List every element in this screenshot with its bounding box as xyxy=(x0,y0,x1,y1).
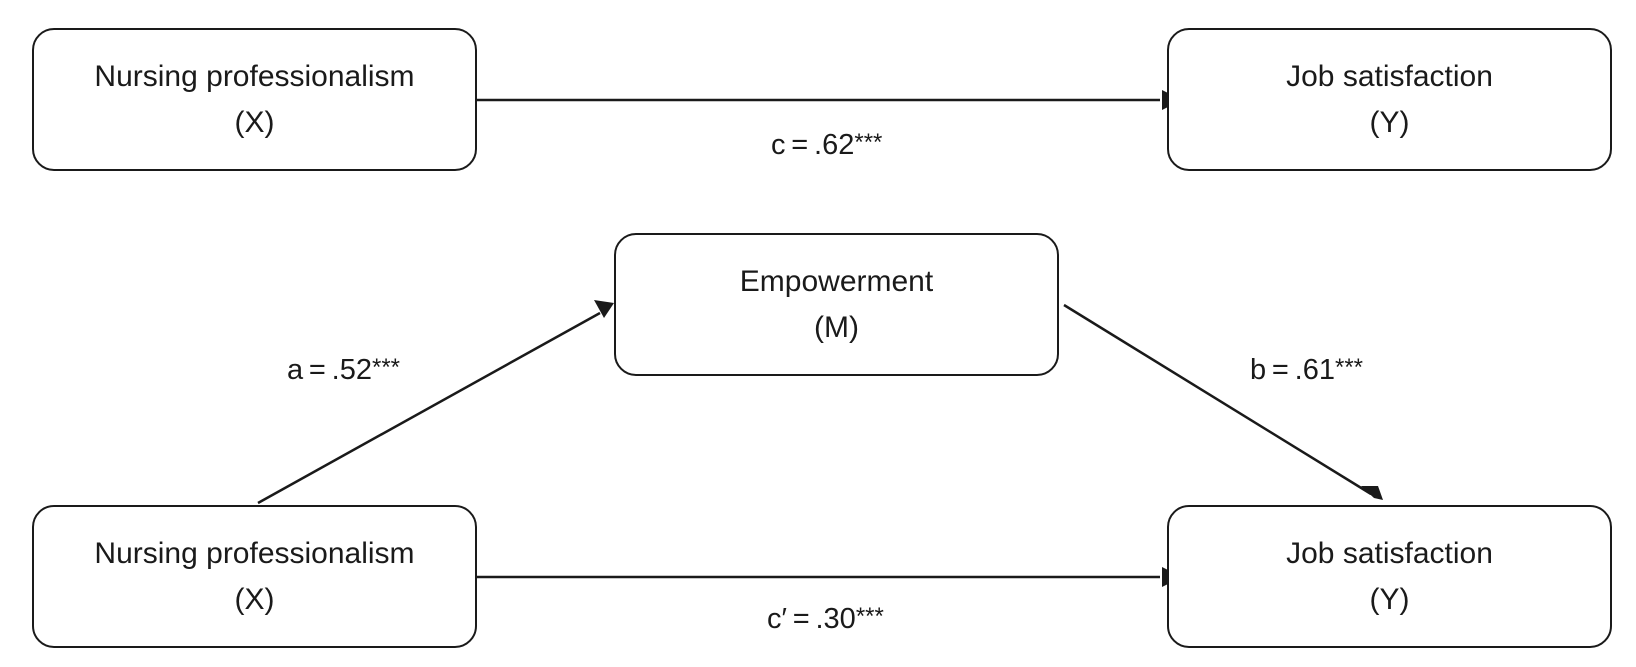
m-node-symbol: (M) xyxy=(814,310,859,344)
path-b-value: b = .61 xyxy=(1250,354,1335,386)
x-node-total-name: Nursing professionalism xyxy=(94,59,415,93)
y-node-mediation-name: Job satisfaction xyxy=(1286,536,1493,570)
path-c-prime-significance: *** xyxy=(855,603,884,630)
path-c-prime-value: c′ = .30 xyxy=(767,603,856,635)
m-node: Empowerment (M) xyxy=(614,233,1059,376)
path-c-prime-label: c′ = .30*** xyxy=(767,602,884,636)
path-a-significance: *** xyxy=(372,354,401,381)
x-node-mediation: Nursing professionalism (X) xyxy=(32,505,477,648)
path-a-arrow xyxy=(257,311,601,505)
x-node-mediation-name: Nursing professionalism xyxy=(94,536,415,570)
x-node-total-symbol: (X) xyxy=(234,105,275,139)
x-node-total: Nursing professionalism (X) xyxy=(32,28,477,171)
path-c-significance: *** xyxy=(854,129,883,156)
path-a-value: a = .52 xyxy=(287,354,372,386)
y-node-total-name: Job satisfaction xyxy=(1286,59,1493,93)
path-a-label: a = .52*** xyxy=(287,353,400,387)
path-c-value: c = .62 xyxy=(771,129,855,161)
y-node-mediation: Job satisfaction (Y) xyxy=(1167,505,1612,648)
path-b-significance: *** xyxy=(1335,354,1364,381)
y-node-total-symbol: (Y) xyxy=(1369,105,1410,139)
x-node-mediation-symbol: (X) xyxy=(234,582,275,616)
y-node-mediation-symbol: (Y) xyxy=(1369,582,1410,616)
path-c-label: c = .62*** xyxy=(771,128,882,162)
m-node-name: Empowerment xyxy=(739,264,934,298)
path-b-arrowhead xyxy=(1361,486,1383,500)
path-b-label: b = .61*** xyxy=(1250,353,1363,387)
y-node-total: Job satisfaction (Y) xyxy=(1167,28,1612,171)
path-a-arrowhead xyxy=(594,300,614,318)
path-b-arrow xyxy=(1063,303,1372,496)
